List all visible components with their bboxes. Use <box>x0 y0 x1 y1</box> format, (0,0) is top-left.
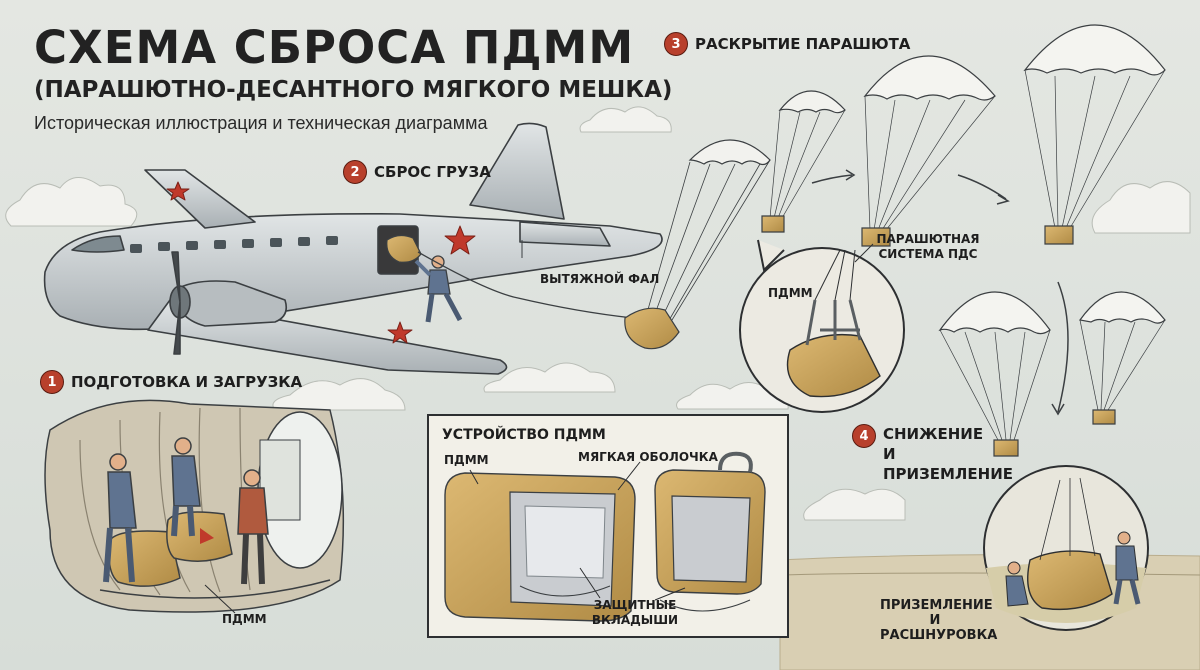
soft-shell-label: МЯГКАЯ ОБОЛОЧКА <box>578 450 718 464</box>
parachute-system-label: ПАРАШЮТНАЯ СИСТЕМА ПДС <box>876 232 980 261</box>
protective-inserts-label: ЗАЩИТНЫЕ ВКЛАДЫШИ <box>591 598 679 627</box>
static-line-label: ВЫТЯЖНОЙ ФАЛ <box>540 272 660 286</box>
step-number-badge: 4 <box>852 424 876 448</box>
cabin-pdmm-leader <box>204 584 236 614</box>
transport-airplane <box>43 122 663 375</box>
device-pdmm-label: ПДММ <box>444 453 489 467</box>
red-star-tail <box>444 225 476 255</box>
fuselage-windows <box>130 236 338 253</box>
cabin-interior-scene <box>44 399 345 613</box>
pdmm-inset-label: ПДММ <box>768 286 813 300</box>
parachute-sequence <box>761 24 1166 247</box>
deploying-parachute <box>624 139 771 350</box>
step-label: СНИЖЕНИЕ И ПРИЗЕМЛЕНИЕ <box>883 425 1013 483</box>
step-label: СБРОС ГРУЗА <box>374 163 491 181</box>
descending-parachutes <box>938 291 1166 457</box>
parachute-system-inset <box>739 239 905 413</box>
step-number-badge: 3 <box>664 32 688 56</box>
step-label: ПОДГОТОВКА И ЗАГРУЗКА <box>71 373 303 391</box>
step-3-heading: 3 РАСКРЫТИЕ ПАРАШЮТА <box>664 32 910 56</box>
pds-leader <box>854 243 874 263</box>
static-line <box>417 251 634 319</box>
step-2-heading: 2 СБРОС ГРУЗА <box>343 160 491 184</box>
pdmm-cabin-label: ПДММ <box>222 612 267 626</box>
step-4-heading: 4 СНИЖЕНИЕ И ПРИЗЕМЛЕНИЕ <box>852 424 1013 484</box>
device-panel <box>427 414 789 638</box>
step-number-badge: 2 <box>343 160 367 184</box>
page-caption: Историческая иллюстрация и техническая д… <box>34 113 488 133</box>
page-title: СХЕМА СБРОСА ПДММ <box>34 21 635 74</box>
landing-label: ПРИЗЕМЛЕНИЕ И РАСШНУРОВКА <box>880 598 998 643</box>
sequence-arrows <box>811 169 1069 416</box>
step-label: РАСКРЫТИЕ ПАРАШЮТА <box>695 35 911 53</box>
clouds <box>5 106 1191 521</box>
landing-inset <box>983 465 1149 631</box>
step-number-badge: 1 <box>40 370 64 394</box>
red-star-rear-wing <box>166 181 190 201</box>
red-star-wing <box>387 321 413 344</box>
device-panel-title: УСТРОЙСТВО ПДММ <box>442 427 606 443</box>
step-1-heading: 1 ПОДГОТОВКА И ЗАГРУЗКА <box>40 370 302 394</box>
page-subtitle: (ПАРАШЮТНО-ДЕСАНТНОГО МЯГКОГО МЕШКА) <box>34 77 673 103</box>
